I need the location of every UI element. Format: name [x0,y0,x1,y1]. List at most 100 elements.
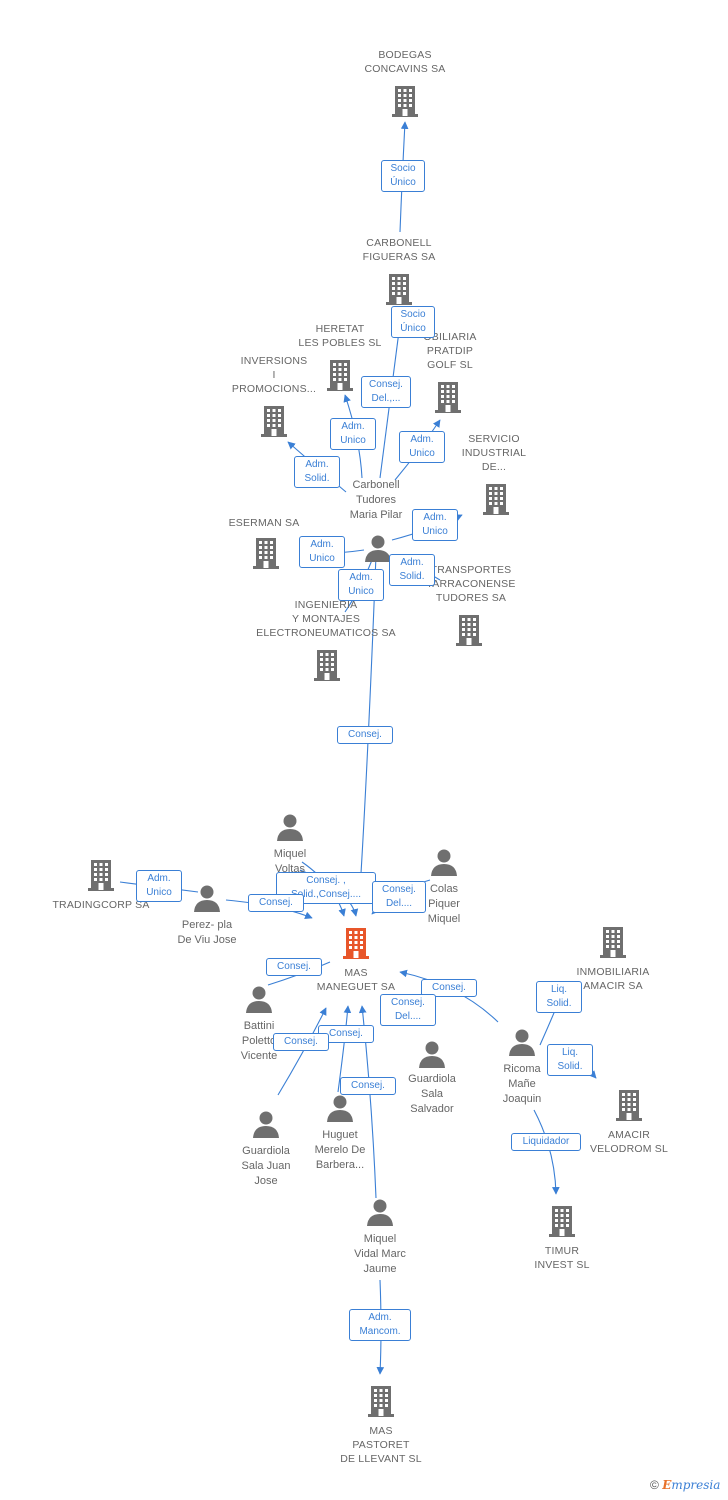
company-mas-pastoret[interactable]: MAS PASTORET DE LLEVANT SL [326,1384,436,1466]
company-inversions-promocions[interactable]: INVERSIONS I PROMOCIONS... [214,354,334,437]
building-icon [616,1090,642,1121]
building-icon [253,538,279,569]
edge-label-consej[interactable]: Consej. [421,979,477,997]
node-label: Perez- pla De Viu Jose [177,919,237,946]
building-icon [549,1206,575,1237]
logo-letter: E [662,1478,672,1492]
edge-label-consej-del[interactable]: Consej. Del.... [380,994,436,1026]
edge-label-consej[interactable]: Consej. [266,958,322,976]
node-label: Carbonell Tudores Maria Pilar [349,479,403,521]
edge-label-adm-unico[interactable]: Adm. Unico [299,536,345,568]
edge-label-socio-unico[interactable]: Socio Único [391,306,435,338]
node-label: BODEGAS CONCAVINS SA [364,49,446,75]
copyright-symbol: © [650,1478,659,1492]
node-label: Ricoma Mañe Joaquin [502,1063,542,1105]
company-pratdip-golf[interactable]: OBILIARIA PRATDIP GOLF SL [400,330,500,413]
person-guardiola-juan[interactable]: Guardiola Sala Juan Jose [226,1110,306,1189]
edge-label-adm-unico[interactable]: Adm. Unico [330,418,376,450]
company-servicio-industrial[interactable]: SERVICIO INDUSTRIAL DE... [444,432,544,515]
building-icon [456,615,482,646]
building-icon [314,650,340,681]
company-bodegas-concavins[interactable]: BODEGAS CONCAVINS SA [345,48,465,117]
node-label: CARBONELL FIGUERAS SA [362,237,436,263]
edge-label-consej[interactable]: Consej. [273,1033,329,1051]
person-battini-poletto[interactable]: Battini Poletto Vicente [220,985,298,1064]
node-label: Colas Piquer Miquel [427,883,461,925]
building-icon [392,86,418,117]
company-ingenieria-montajes[interactable]: INGENIERIA Y MONTAJES ELECTRONEUMATICOS … [246,598,406,681]
node-label: Guardiola Sala Juan Jose [241,1145,291,1187]
edge-label-consej-del[interactable]: Consej. Del.... [372,881,426,913]
building-icon [261,406,287,437]
company-mas-maneguet-focus[interactable]: MAS MANEGUET SA [296,926,416,994]
node-label: INVERSIONS I PROMOCIONS... [231,355,317,395]
person-icon [419,1041,445,1068]
building-icon [435,382,461,413]
edge-label-adm-solid[interactable]: Adm. Solid. [294,456,340,488]
person-perez-pla[interactable]: Perez- pla De Viu Jose [162,884,252,948]
building-icon [88,860,114,891]
edge-label-socio-unico[interactable]: Socio Único [381,160,425,192]
person-colas-piquer[interactable]: Colas Piquer Miquel [404,848,484,927]
company-eserman[interactable]: ESERMAN SA [214,516,314,569]
node-label: MAS PASTORET DE LLEVANT SL [340,1425,422,1465]
node-label: INMOBILIARIA AMACIR SA [576,966,650,992]
node-label: TRADINGCORP SA [52,899,150,911]
edge-label-consej-del[interactable]: Consej. Del.,... [361,376,411,408]
node-label: HERETAT LES POBLES SL [298,323,382,349]
node-label: Huguet Merelo De Barbera... [314,1129,366,1171]
person-carbonell-tudores[interactable]: Carbonell Tudores Maria Pilar [336,478,416,562]
node-label: AMACIR VELODROM SL [589,1129,669,1155]
edge-label-liquidador[interactable]: Liquidador [511,1133,581,1151]
person-miquel-vidal[interactable]: Miquel Vidal Marc Jaume [338,1198,422,1277]
person-icon [365,535,391,562]
person-guardiola-salvador[interactable]: Guardiola Sala Salvador [392,1040,472,1117]
node-label: OBILIARIA PRATDIP GOLF SL [423,331,477,371]
empresia-logo[interactable]: © Empresia [650,1478,720,1492]
edge-label-consej[interactable]: Consej. [340,1077,396,1095]
node-label: TIMUR INVEST SL [534,1245,590,1271]
company-timur-invest[interactable]: TIMUR INVEST SL [514,1204,610,1272]
node-label: INGENIERIA Y MONTAJES ELECTRONEUMATICOS … [256,599,396,639]
edge-label-adm-mancom[interactable]: Adm. Mancom. [349,1309,411,1341]
node-label: SERVICIO INDUSTRIAL DE... [461,433,527,473]
company-carbonell-figueras[interactable]: CARBONELL FIGUERAS SA [339,236,459,305]
person-icon [327,1095,353,1122]
link-huguet-mas [337,1005,352,1093]
edge-label-adm-unico[interactable]: Adm. Unico [412,509,458,541]
link-ricoma-timur [533,1109,560,1195]
person-icon [194,885,220,912]
building-icon [600,927,626,958]
edge-label-adm-unico[interactable]: Adm. Unico [136,870,182,902]
edge-label-consej-solid[interactable]: Consej. , Solid.,Consej.... [276,872,376,904]
company-heretat-les-pobles[interactable]: HERETAT LES POBLES SL [280,322,400,391]
company-tradingcorp[interactable]: TRADINGCORP SA [46,858,156,912]
node-label: Miquel Vidal Marc Jaume [354,1233,406,1275]
building-icon [483,484,509,515]
person-icon [246,986,272,1013]
node-label: Battini Poletto Vicente [240,1020,278,1062]
person-icon [509,1029,535,1056]
building-icon [327,360,353,391]
building-icon [368,1386,394,1417]
node-label: ESERMAN SA [228,517,300,529]
edge-label-liq-solid[interactable]: Liq. Solid. [547,1044,593,1076]
building-icon [386,274,412,305]
edge-label-consej[interactable]: Consej. [337,726,393,744]
company-transportes-tarraconense[interactable]: TRANSPORTES TARRACONENSE TUDORES SA [416,563,526,646]
edge-label-adm-unico[interactable]: Adm. Unico [399,431,445,463]
person-ricoma-mane[interactable]: Ricoma Mañe Joaquin [482,1028,562,1107]
node-label: TRANSPORTES TARRACONENSE TUDORES SA [426,564,516,604]
edge-label-adm-unico[interactable]: Adm. Unico [338,569,384,601]
edge-label-liq-solid[interactable]: Liq. Solid. [536,981,582,1013]
edge-label-consej[interactable]: Consej. [248,894,304,912]
logo-text: mpresia [671,1478,721,1492]
building-icon [343,928,369,959]
edge-label-adm-solid[interactable]: Adm. Solid. [389,554,435,586]
person-icon [277,814,303,841]
company-amacir-velodrom[interactable]: AMACIR VELODROM SL [576,1088,682,1156]
person-icon [253,1111,279,1138]
company-inmobiliaria-amacir[interactable]: INMOBILIARIA AMACIR SA [558,925,668,993]
person-huguet-merelo[interactable]: Huguet Merelo De Barbera... [298,1094,382,1173]
node-label: Guardiola Sala Salvador [408,1073,456,1115]
